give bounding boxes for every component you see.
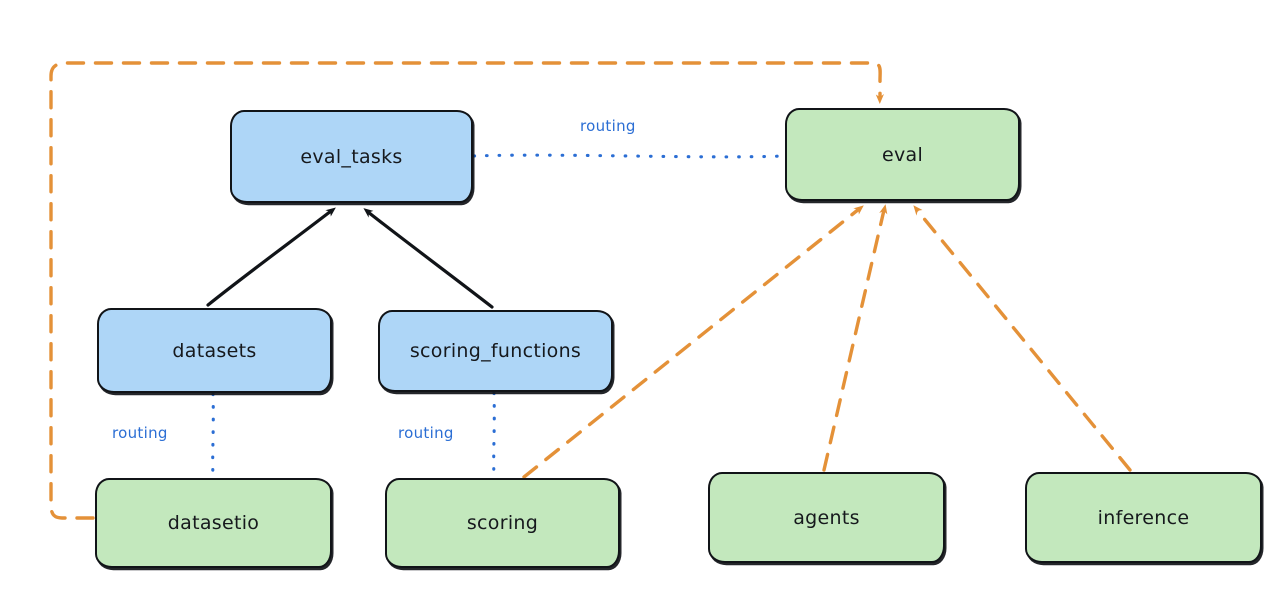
node-datasetio[interactable]: datasetio <box>95 478 332 568</box>
node-eval_tasks[interactable]: eval_tasks <box>230 110 473 203</box>
node-agents[interactable]: agents <box>708 472 945 563</box>
node-label-inference: inference <box>1097 506 1190 529</box>
node-label-eval_tasks: eval_tasks <box>300 145 403 168</box>
node-label-eval: eval <box>881 143 924 166</box>
connector-scoring_functions-scoring <box>492 391 496 479</box>
node-label-scoring_functions: scoring_functions <box>409 340 582 362</box>
node-label-scoring: scoring <box>466 512 539 534</box>
node-datasets[interactable]: datasets <box>97 308 332 393</box>
connector-scoring-eval <box>522 205 864 479</box>
node-eval[interactable]: eval <box>785 108 1020 201</box>
node-inference[interactable]: inference <box>1025 472 1262 563</box>
connector-datasetio-eval <box>49 61 884 520</box>
edge-label-routing-eval_tasks-eval: routing <box>580 117 636 135</box>
node-label-datasets: datasets <box>172 339 257 362</box>
connector-datasets-eval_tasks <box>206 207 336 307</box>
connector-scoring_functions-eval_tasks <box>363 208 494 309</box>
connector-datasets-datasetio <box>211 392 215 479</box>
connector-inference-eval <box>913 205 1132 472</box>
node-scoring[interactable]: scoring <box>385 478 620 568</box>
edge-label-routing-scoring_functions-scoring: routing <box>398 424 454 442</box>
connector-eval_tasks-eval <box>472 153 786 159</box>
node-label-agents: agents <box>793 506 860 529</box>
node-scoring_functions[interactable]: scoring_functions <box>378 310 613 392</box>
node-label-datasetio: datasetio <box>167 512 260 534</box>
edge-label-routing-datasets-datasetio: routing <box>112 424 168 442</box>
connector-agents-eval <box>822 204 888 472</box>
